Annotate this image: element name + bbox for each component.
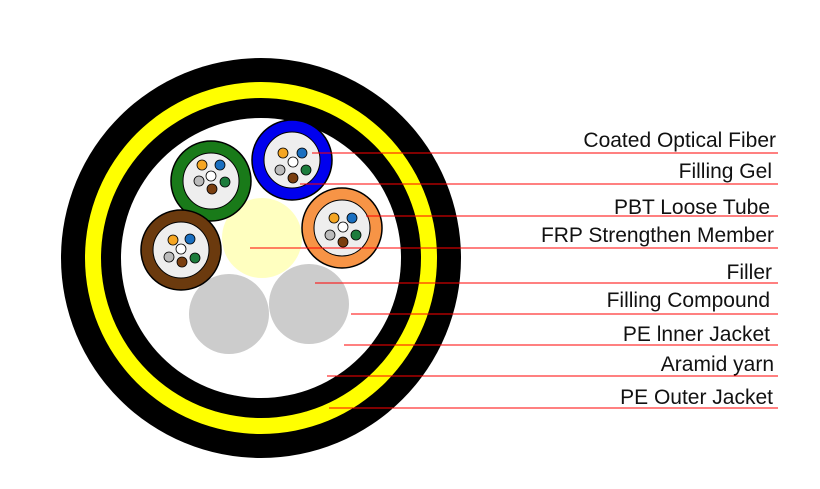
fiber-orange <box>167 234 179 246</box>
fiber-bundle <box>193 159 231 195</box>
label-filling-gel: Filling Gel <box>679 160 772 183</box>
label-coated-optical-fiber: Coated Optical Fiber <box>583 129 776 152</box>
label-filler: Filler <box>727 261 773 284</box>
leader-lines <box>250 152 778 409</box>
fiber-blue <box>346 212 358 224</box>
loose-tube-brown <box>140 209 222 291</box>
fiber-green <box>300 164 312 176</box>
callout-labels: Coated Optical Fiber Filling Gel PBT Loo… <box>541 129 776 409</box>
filler-right <box>269 264 349 344</box>
fiber-brown <box>206 183 218 195</box>
fiber-white <box>175 243 187 255</box>
loose-tube-blue <box>251 119 333 201</box>
loose-tube-orange <box>301 187 383 269</box>
cable-cross-section <box>61 58 461 458</box>
label-pe-outer-jacket: PE Outer Jacket <box>620 386 773 409</box>
fiber-brown <box>287 172 299 184</box>
fiber-green <box>219 176 231 188</box>
fiber-grey <box>274 164 286 176</box>
fiber-blue <box>184 233 196 245</box>
fiber-orange <box>328 212 340 224</box>
fiber-white <box>287 156 299 168</box>
fiber-white <box>205 170 217 182</box>
label-filling-compound: Filling Compound <box>607 289 770 312</box>
fiber-blue <box>214 159 226 171</box>
label-frp-strengthen-member: FRP Strengthen Member <box>541 224 774 247</box>
fiber-white <box>337 221 349 233</box>
fiber-green <box>350 229 362 241</box>
fiber-grey <box>193 175 205 187</box>
fiber-grey <box>324 229 336 241</box>
fiber-blue <box>296 147 308 159</box>
fiber-bundle <box>163 233 201 268</box>
fiber-brown <box>337 236 349 248</box>
fiber-bundle <box>274 147 312 184</box>
fiber-orange <box>277 147 289 159</box>
fiber-green <box>189 252 201 264</box>
frp-strengthen-member <box>222 198 302 278</box>
label-pbt-loose-tube: PBT Loose Tube <box>614 196 770 219</box>
loose-tube-green <box>170 140 252 222</box>
fiber-brown <box>176 256 188 268</box>
fiber-orange <box>196 159 208 171</box>
label-aramid-yarn: Aramid yarn <box>661 353 774 376</box>
fiber-bundle <box>324 212 362 248</box>
label-pe-inner-jacket: PE lnner Jacket <box>623 323 770 346</box>
fiber-grey <box>163 251 175 263</box>
filler-left <box>189 274 269 354</box>
